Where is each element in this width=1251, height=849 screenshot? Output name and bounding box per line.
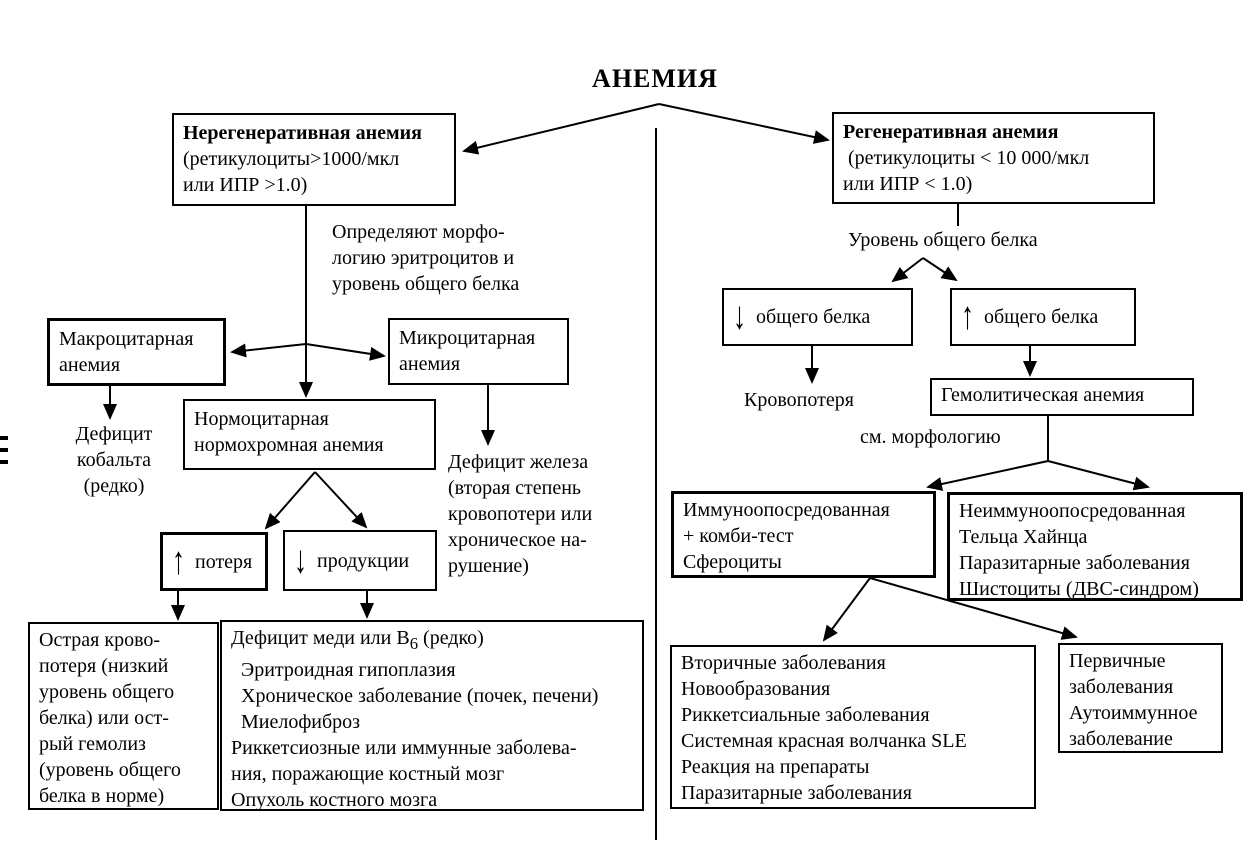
iron-deficiency-label: Дефицит железа (вторая степень кровопоте… <box>448 451 593 577</box>
b6-text-post: (редко) <box>418 627 484 649</box>
flowchart-title: АНЕМИЯ <box>592 64 718 93</box>
high-protein-label: общего белка <box>984 306 1099 328</box>
up-arrow-icon: ↑ <box>172 538 185 582</box>
box-non-immune-mediated: Неиммуноопосредованная Тельца Хайнца Пар… <box>947 492 1243 601</box>
regenerative-heading: Регенеративная анемия <box>843 121 1059 143</box>
box-primary-diseases: Первичные заболевания Аутоиммунное забол… <box>1058 643 1223 753</box>
box-nonregenerative-anemia: Нерегенеративная анемия (ретикулоциты>10… <box>172 113 456 206</box>
nonregenerative-heading: Нерегенеративная анемия <box>183 122 422 144</box>
blood-loss-label: Кровопотеря <box>744 389 854 411</box>
box-hemolytic-anemia: Гемолитическая анемия <box>930 378 1194 416</box>
cobalt-deficiency-label: Дефицит кобальта (редко) <box>75 423 153 497</box>
regenerative-detail: (ретикулоциты < 10 000/мкл или ИПР < 1.0… <box>843 147 1090 195</box>
nonregenerative-detail: (ретикулоциты>1000/мкл или ИПР >1.0) <box>183 148 400 196</box>
box-microcytic-anemia: Микроцитарная анемия <box>388 318 569 385</box>
down-arrow-icon: ↓ <box>733 293 746 338</box>
box-secondary-diseases: Вторичные заболевания Новообразования Ри… <box>670 645 1036 809</box>
box-high-total-protein: ↑ общего белка <box>950 288 1136 346</box>
up-arrow-icon: ↑ <box>961 293 974 338</box>
production-label: продукции <box>317 549 410 572</box>
morphology-note: Определяют морфо- логию эритроцитов и ур… <box>332 221 520 295</box>
see-morphology-label: см. морфологию <box>860 426 1001 448</box>
down-arrow-icon: ↓ <box>294 537 307 581</box>
page-edge-artifact <box>0 436 8 464</box>
box-decreased-production: ↓ продукции <box>283 530 437 591</box>
production-causes-line1: Дефицит меди или В6 (редко) <box>231 625 633 657</box>
b6-subscript: 6 <box>409 634 419 653</box>
box-macrocytic-anemia: Макроцитарная анемия <box>47 318 226 386</box>
low-protein-label: общего белка <box>756 306 871 328</box>
box-acute-blood-loss: Острая крово- потеря (низкий уровень общ… <box>28 622 219 810</box>
box-production-causes: Дефицит меди или В6 (редко) Эритроидная … <box>220 620 644 811</box>
b6-text-pre: Дефицит меди или В <box>231 627 410 649</box>
box-normocytic-anemia: Нормоцитарная нормохромная анемия <box>183 399 436 470</box>
box-low-total-protein: ↓ общего белка <box>722 288 913 346</box>
protein-level-label: Уровень общего белка <box>848 229 1038 251</box>
box-increased-loss: ↑ потеря <box>160 532 268 591</box>
loss-label: потеря <box>195 550 253 573</box>
box-immune-mediated: Иммуноопосредованная + комби-тест Сфероц… <box>671 491 936 578</box>
production-causes-rest: Эритроидная гипоплазия Хроническое забол… <box>231 659 599 811</box>
box-regenerative-anemia: Регенеративная анемия (ретикулоциты < 10… <box>832 112 1155 204</box>
